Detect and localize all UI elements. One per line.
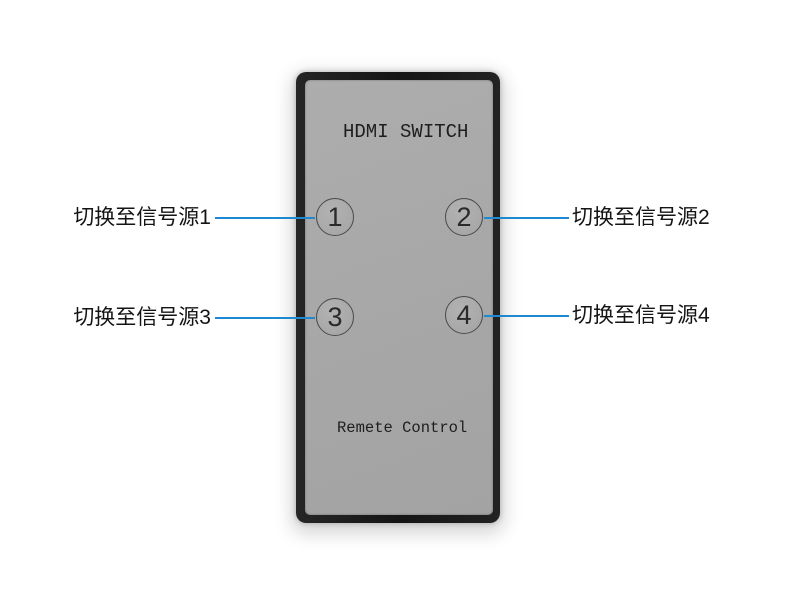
callout-line-source-3: [215, 317, 315, 319]
source-button-3-label: 3: [327, 301, 343, 332]
source-button-4[interactable]: 4: [445, 296, 483, 334]
remote-face: HDMI SWITCH 1 2 3 4 Remete Control: [305, 80, 493, 515]
callout-line-source-2: [484, 217, 569, 219]
source-button-1[interactable]: 1: [316, 198, 354, 236]
callout-label-source-1: 切换至信号源1: [73, 206, 211, 229]
remote-title: HDMI SWITCH: [343, 121, 469, 143]
remote-footer-label: Remete Control: [337, 419, 468, 437]
callout-label-source-3: 切换至信号源3: [73, 306, 211, 329]
callout-label-source-4: 切换至信号源4: [572, 304, 710, 327]
callout-line-source-1: [215, 217, 315, 219]
source-button-2[interactable]: 2: [445, 198, 483, 236]
source-button-2-label: 2: [456, 201, 472, 232]
source-button-3[interactable]: 3: [316, 298, 354, 336]
source-button-1-label: 1: [327, 201, 343, 232]
callout-label-source-2: 切换至信号源2: [572, 206, 710, 229]
callout-line-source-4: [484, 315, 569, 317]
source-button-4-label: 4: [456, 299, 472, 330]
remote-control: HDMI SWITCH 1 2 3 4 Remete Control: [296, 72, 500, 523]
